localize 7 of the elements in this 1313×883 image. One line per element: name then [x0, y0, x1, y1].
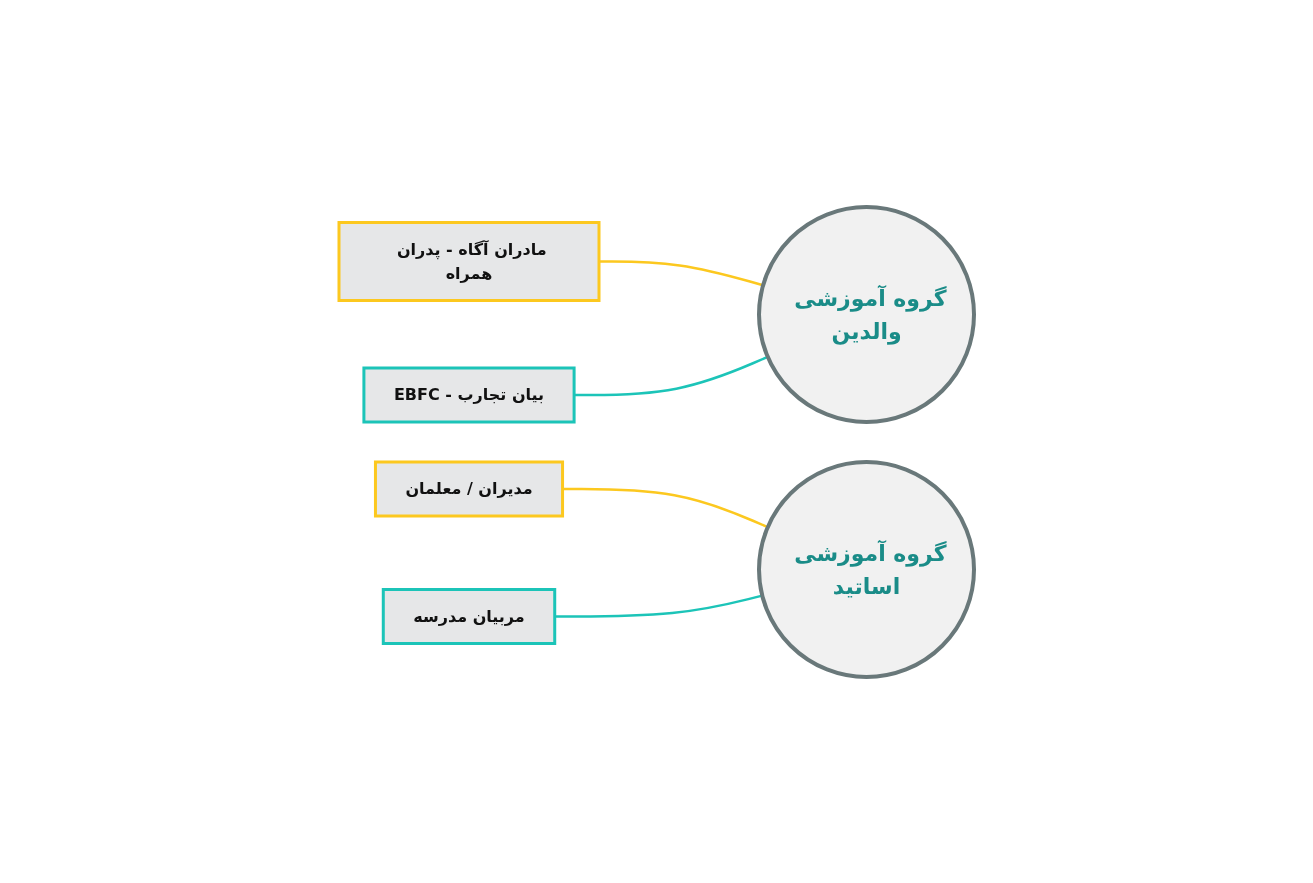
node-box: مدیران / معلمان	[373, 460, 565, 517]
node-box: مادران آگاه - پدران همراه	[337, 220, 601, 302]
node-box: مربیان مدرسه	[381, 587, 557, 645]
node-circle: گروه آموزشی اساتید	[757, 459, 976, 679]
node-circle: گروه آموزشی والدین	[757, 204, 976, 424]
connector	[554, 593, 763, 618]
node-box: EBFC - بیان تجارب	[362, 366, 576, 423]
